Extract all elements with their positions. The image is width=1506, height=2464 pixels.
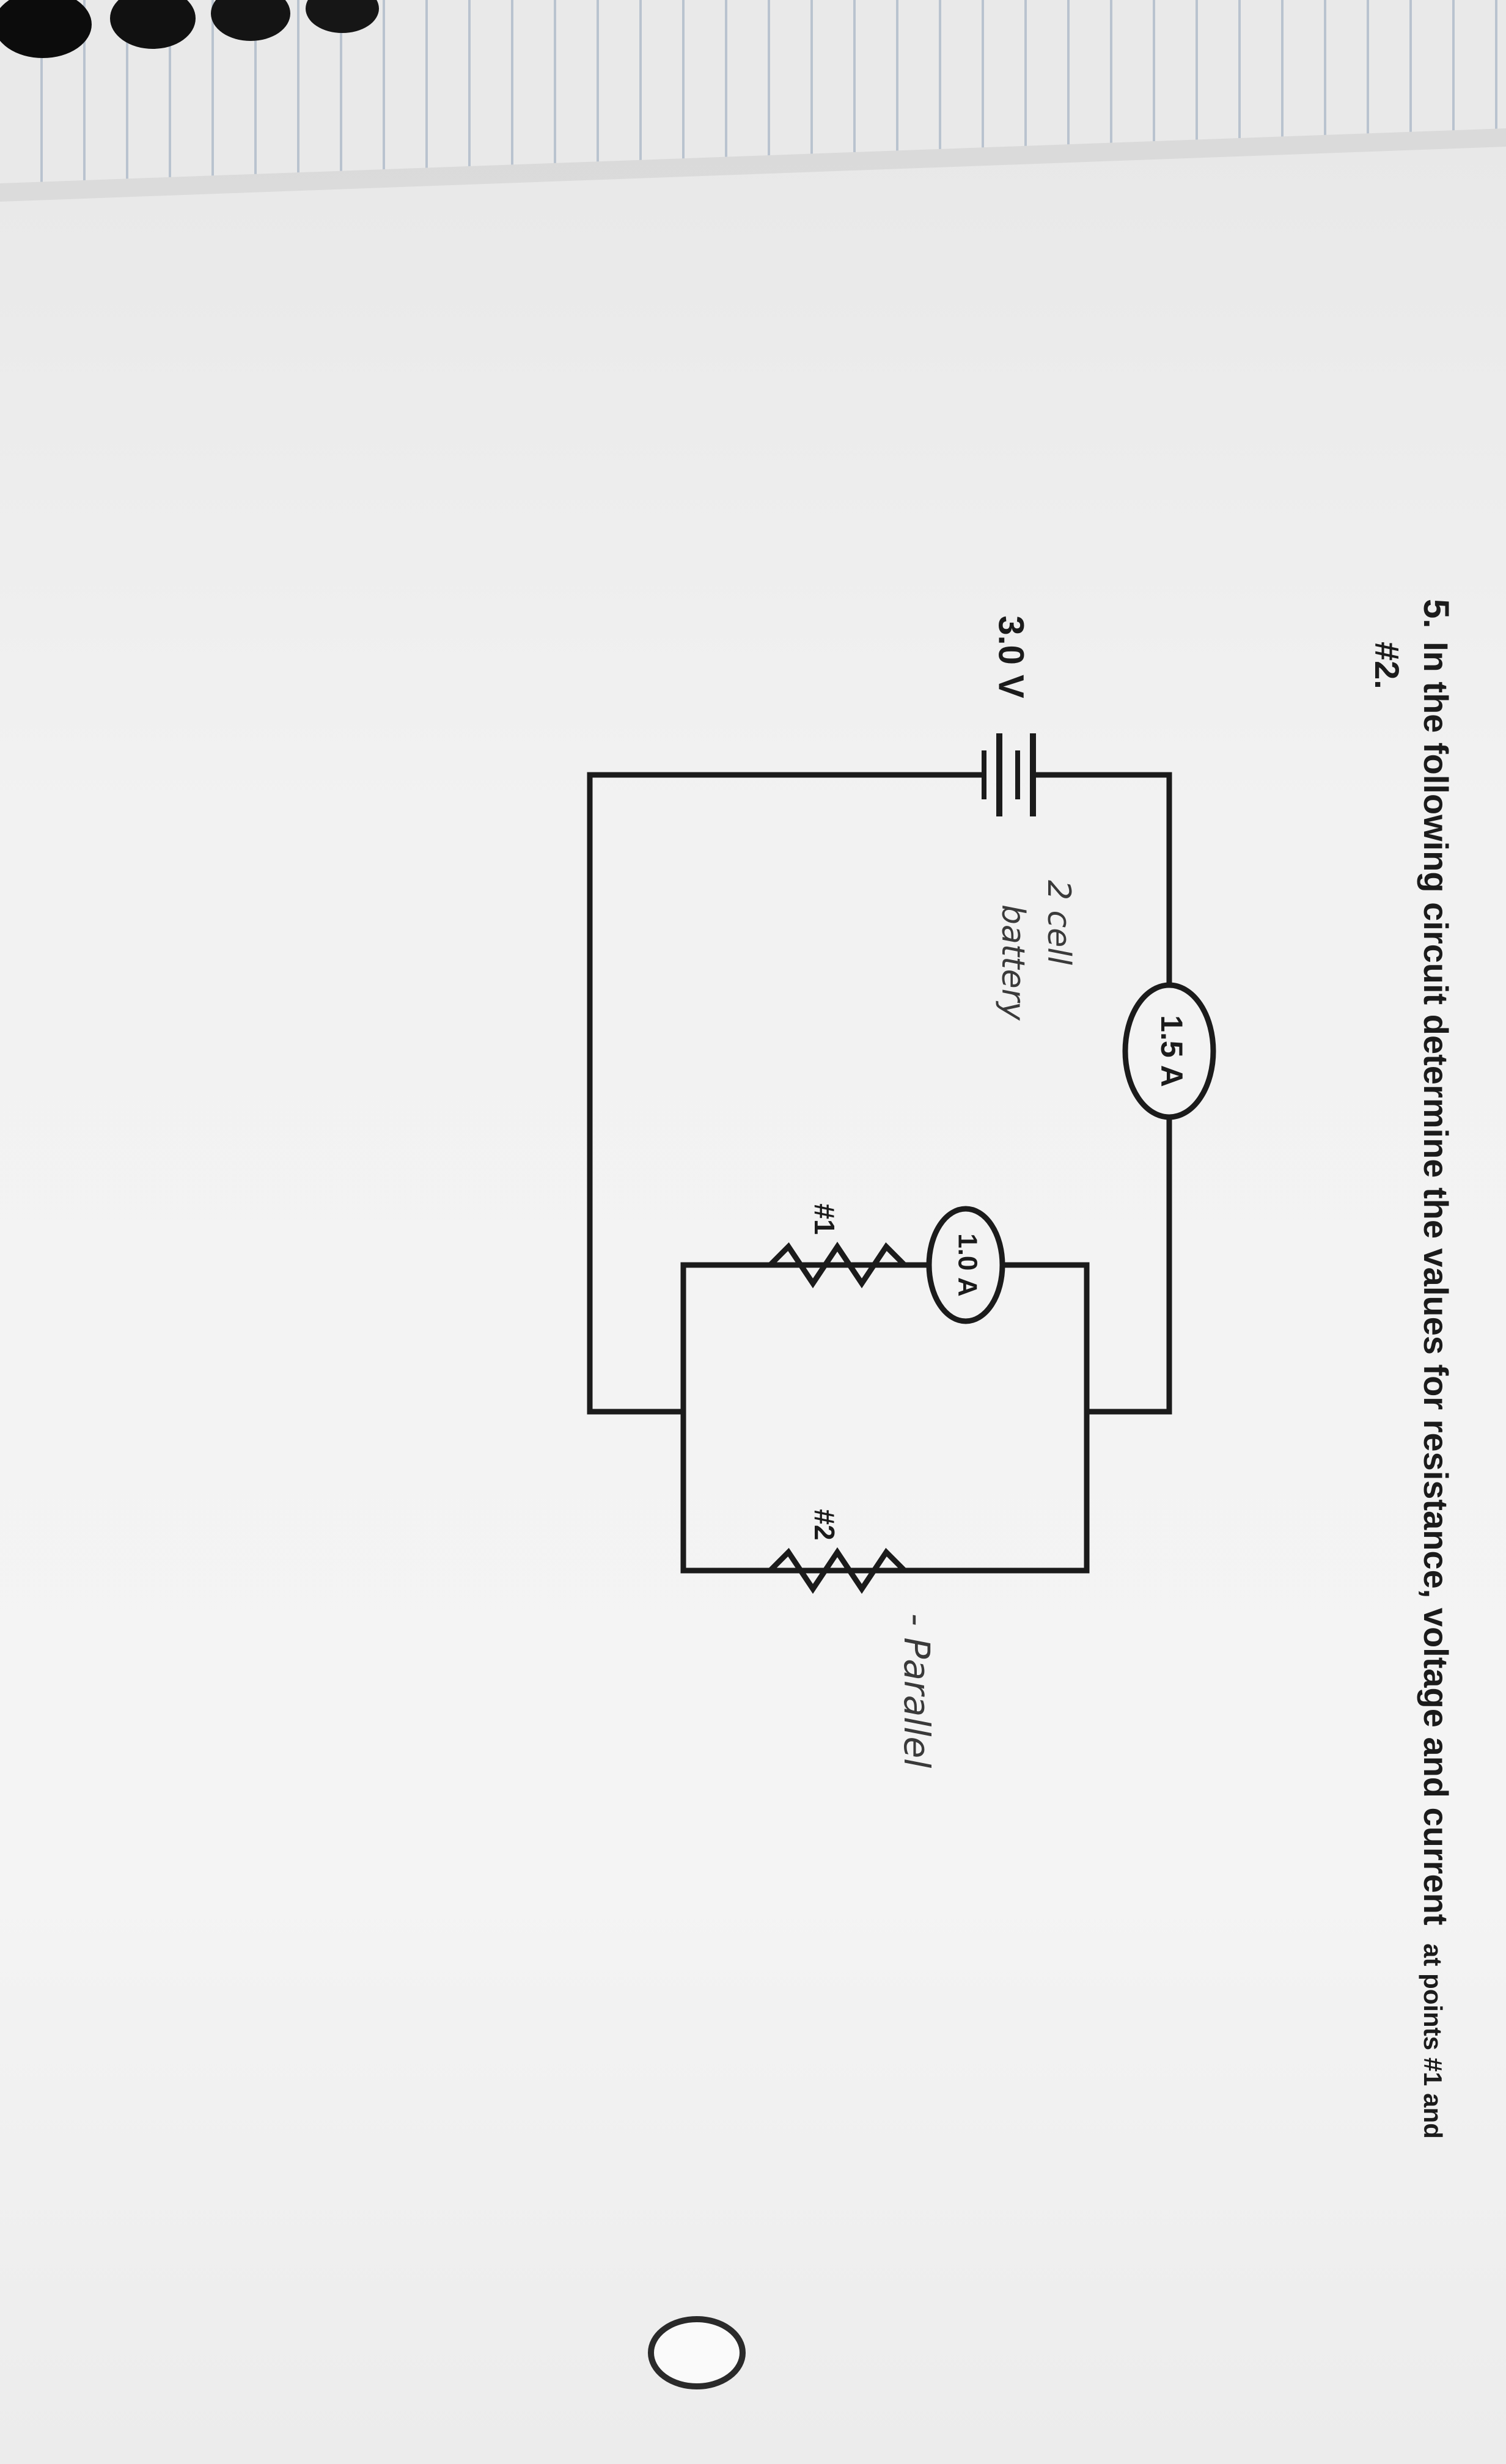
battery-note-2: battery	[994, 904, 1031, 1021]
battery-note: 2 cell	[1040, 880, 1077, 966]
resistor-1-icon	[768, 1241, 907, 1289]
ammeter-total	[1122, 982, 1216, 1120]
parallel-note-text: - Parallel	[896, 1613, 938, 1768]
worksheet-paper	[0, 128, 1506, 2464]
wire-right-outer	[1054, 772, 1172, 1415]
spiral-binding	[0, 0, 379, 58]
resistor-2-label: #2	[809, 1509, 840, 1540]
battery-note-line-2: battery	[994, 904, 1031, 1021]
binder-hole-icon	[648, 2316, 746, 2389]
ammeter-branch	[926, 1206, 1005, 1324]
resistor-1-label: #1	[809, 1203, 840, 1234]
battery-note-line-1: 2 cell	[1040, 880, 1077, 966]
question-text-main: In the following circuit determine the v…	[1417, 642, 1455, 1926]
resistor-2-icon	[768, 1547, 907, 1594]
question: 5. In the following circuit determine th…	[1368, 599, 1456, 2139]
ammeter-branch-label: 1.0 A	[952, 1233, 982, 1297]
spiral-coil-icon	[211, 0, 290, 41]
question-line-2: #2.	[1368, 642, 1406, 689]
ammeter-total-label: 1.5 A	[1155, 1015, 1189, 1087]
parallel-note: - Parallel	[896, 1613, 938, 1768]
question-line-1: In the following circuit determine the v…	[1417, 642, 1455, 2139]
worksheet-edge-shadow	[0, 128, 1506, 202]
spiral-coil-icon	[110, 0, 196, 49]
question-text-small: at points #1 and	[1419, 1943, 1447, 2139]
wire-left-outer	[587, 772, 963, 1415]
wire-parallel-rectangle	[680, 1262, 1090, 1574]
question-number: 5.	[1416, 599, 1456, 628]
battery-voltage-label: 3.0 V	[991, 615, 1031, 698]
battery-icon	[960, 733, 1057, 816]
spiral-coil-icon	[306, 0, 379, 33]
spiral-coil-icon	[0, 0, 92, 58]
circuit-wires	[587, 772, 1172, 1574]
